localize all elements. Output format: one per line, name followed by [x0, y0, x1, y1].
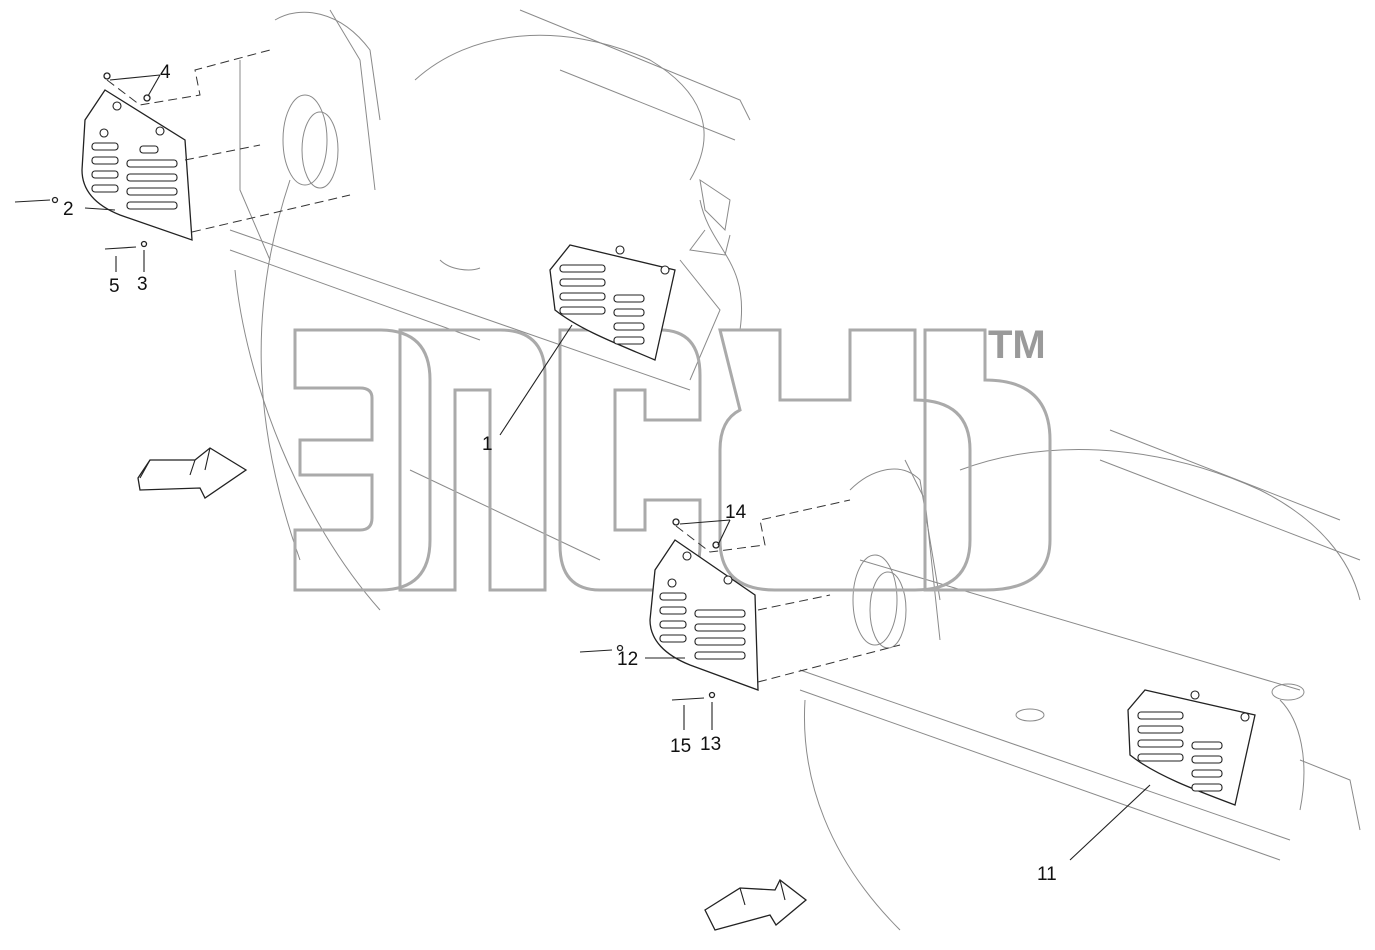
callout-14: 14 [725, 502, 747, 523]
direction-arrow-right [704, 879, 808, 931]
callout-11: 11 [1037, 864, 1057, 885]
watermark-logo: TM [293, 323, 1052, 592]
callout-1: 1 [482, 434, 493, 455]
grille-panel-lower-right [1127, 689, 1256, 806]
grille-panel-center [549, 244, 676, 361]
callout-15: 15 [670, 736, 691, 757]
fasteners-upper [14, 49, 351, 250]
grille-slots [91, 142, 178, 210]
grille-panel-upper-left [81, 89, 193, 241]
fasteners-lower [579, 499, 901, 701]
grille-panel-middle [649, 539, 759, 691]
callout-3: 3 [137, 274, 148, 295]
leader-lines [84, 74, 1151, 861]
callout-5: 5 [109, 276, 120, 297]
callout-4: 4 [160, 62, 171, 83]
trademark-symbol: TM [988, 323, 1046, 367]
callout-12: 12 [617, 649, 638, 670]
cab-panel-upper [229, 9, 751, 611]
cab-panel-lower [799, 429, 1361, 931]
callout-2: 2 [63, 199, 74, 220]
callout-13: 13 [700, 734, 721, 755]
callout-labels: 1 2 3 4 5 11 12 13 14 15 [63, 62, 1057, 885]
direction-arrow-left [137, 447, 248, 499]
